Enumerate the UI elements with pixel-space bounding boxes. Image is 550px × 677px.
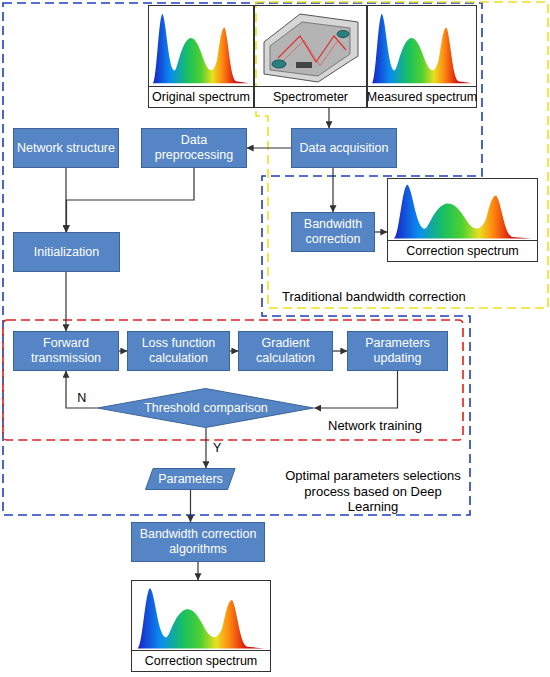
- spectrum-plot: [153, 14, 249, 84]
- node-text: Initialization: [34, 245, 99, 260]
- flow-arrow: [65, 272, 66, 331]
- flow-arrow: [333, 350, 347, 351]
- node-text: Spectrometer: [273, 90, 348, 104]
- node-text: Correction spectrum: [406, 244, 519, 258]
- node-text: Loss function calculation: [131, 336, 226, 366]
- process-box: Forward transmission: [13, 331, 119, 371]
- node-text: Data preprocessing: [145, 133, 243, 163]
- flow-arrow: [230, 350, 238, 351]
- flow-arrow: [119, 350, 127, 351]
- node-text: Data acquisition: [300, 141, 389, 156]
- node-text: Gradient calculation: [242, 336, 329, 366]
- spectrum-plot: [394, 185, 532, 239]
- spectrometer-figure: Spectrometer: [254, 5, 367, 108]
- node-text: Network structure: [17, 141, 115, 156]
- spectrum-figure: Correction spectrum: [131, 580, 271, 672]
- flow-arrow: [190, 490, 191, 522]
- process-box: Network structure: [13, 128, 119, 168]
- shape-fill: [98, 389, 314, 428]
- region-label: Network training: [328, 418, 422, 434]
- edge-label: N: [75, 391, 88, 406]
- node-text: Bandwidth correction algorithms: [135, 527, 261, 557]
- spectrum-plot: [137, 588, 264, 648]
- edge-label: Y: [211, 441, 223, 456]
- region-label: Optimal parameters selections process ba…: [280, 468, 466, 515]
- spectrum-figure: Measured spectrum: [367, 5, 477, 108]
- process-box: Loss function calculation: [127, 331, 230, 371]
- flow-arrow: [375, 231, 387, 232]
- figure-caption: Spectrometer: [255, 86, 366, 107]
- node-text: Bandwidth correction: [295, 217, 371, 247]
- node-text: Parameters: [158, 472, 223, 487]
- spectrum-figure: Correction spectrum: [387, 178, 538, 262]
- flow-arrow: [205, 428, 206, 468]
- flow-arrow: [332, 168, 333, 212]
- region-label: Traditional bandwidth correction: [282, 289, 466, 305]
- flow-arrow: [66, 371, 97, 408]
- figure-caption: Correction spectrum: [132, 650, 270, 671]
- figure-caption: Original spectrum: [149, 86, 253, 107]
- process-box: Gradient calculation: [238, 331, 333, 371]
- node-text: Threshold comparison: [144, 401, 268, 416]
- process-box: Parameters updating: [347, 331, 448, 371]
- flow-arrow: [315, 371, 398, 408]
- network-training-region: [3, 320, 463, 440]
- traditional-region: [256, 2, 548, 308]
- process-box: Bandwidth correction algorithms: [131, 522, 265, 562]
- process-box: Data preprocessing: [141, 128, 247, 168]
- flow-arrow: [67, 168, 195, 232]
- node-text: Correction spectrum: [145, 654, 258, 668]
- node-text: Forward transmission: [17, 336, 115, 366]
- node-text: Original spectrum: [152, 90, 250, 104]
- node-text: Parameters updating: [351, 336, 444, 366]
- flow-arrow: [328, 108, 329, 128]
- node-text: Measured spectrum: [367, 90, 477, 104]
- figure-caption: Measured spectrum: [368, 86, 476, 107]
- decision-diamond: Threshold comparison: [97, 388, 314, 428]
- figure-caption: Correction spectrum: [388, 240, 537, 261]
- flow-arrow: [197, 562, 198, 580]
- data-parallelogram: Parameters: [145, 468, 236, 490]
- shape-fill: [146, 469, 236, 490]
- spectrum-figure: Original spectrum: [148, 5, 254, 108]
- spectrum-plot: [372, 14, 472, 84]
- spectrometer-drawing: [264, 14, 358, 82]
- flow-arrow: [247, 147, 291, 148]
- process-box: Bandwidth correction: [291, 212, 375, 252]
- process-box: Data acquisition: [291, 128, 397, 168]
- process-box: Initialization: [13, 232, 120, 272]
